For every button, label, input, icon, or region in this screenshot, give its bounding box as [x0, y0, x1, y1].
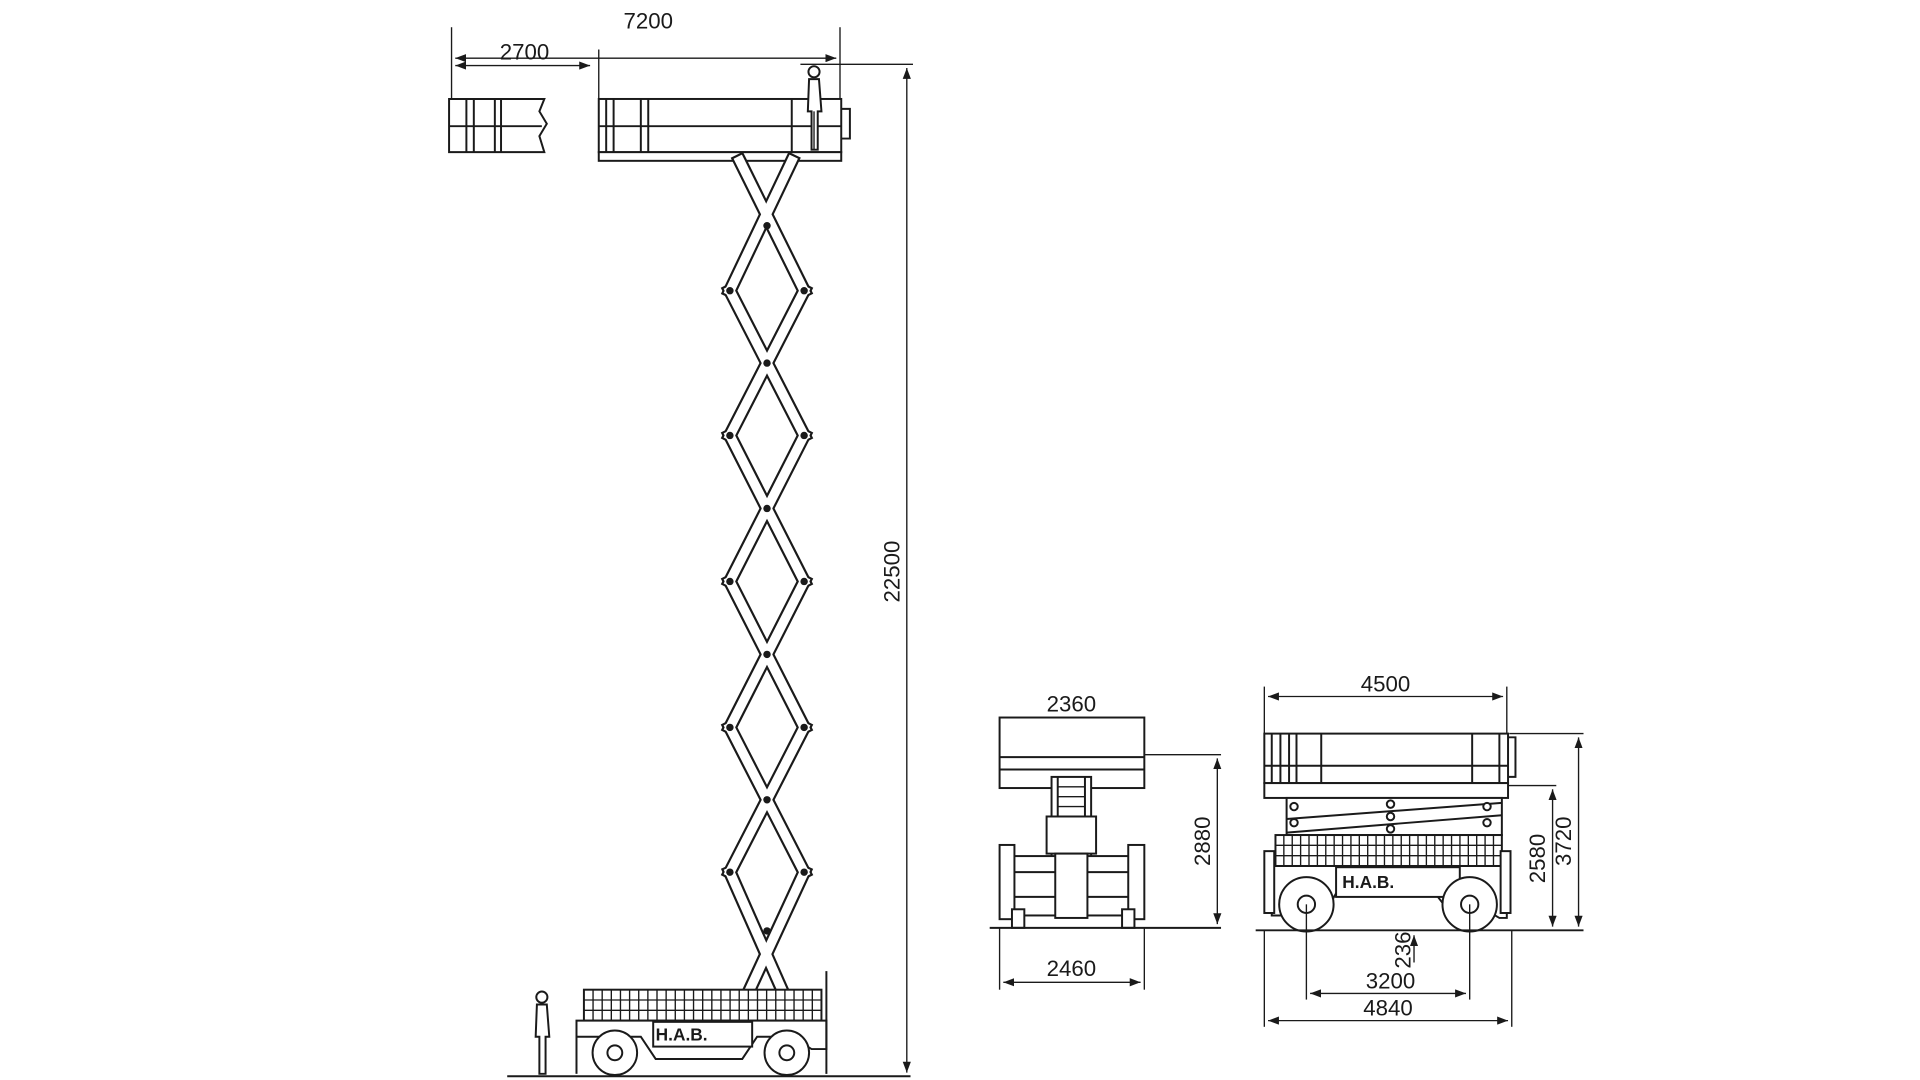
pivot-pin	[800, 577, 808, 586]
dimension-label: 22500	[879, 541, 904, 603]
pivot-pin	[763, 504, 771, 513]
pivot-pin	[800, 723, 808, 732]
side-view-extended: 7200 2700	[448, 8, 913, 1078]
end-view: 2360 2880 2460	[989, 691, 1222, 990]
dimension-label: 4840	[1363, 996, 1412, 1021]
dimension-overall-length: 4840	[1263, 930, 1513, 1027]
pivot-pin	[726, 431, 734, 440]
dimension-label: 3720	[1551, 816, 1576, 865]
dimension-label: 2580	[1525, 834, 1550, 883]
dimension-label: 4500	[1361, 672, 1411, 697]
dimension-label: 2460	[1047, 956, 1097, 981]
pivot-pin	[763, 359, 771, 367]
pivot-pin	[800, 431, 808, 440]
dimension-platform-height: 2580	[1508, 784, 1557, 927]
dimension-platform-length: 7200	[450, 8, 841, 99]
pivot-pin	[726, 868, 734, 876]
pivot-pin	[763, 927, 771, 935]
dimension-stowed-platform-length: 4500	[1263, 672, 1508, 734]
pivot-pin	[726, 577, 734, 586]
dimension-overall-width: 2460	[998, 927, 1146, 990]
pivot-pin	[800, 287, 808, 295]
pivot-pin	[726, 723, 734, 732]
scissor-stack	[720, 151, 814, 999]
dimension-working-height: 22500	[879, 68, 911, 1073]
brand-label: H.A.B.	[656, 1024, 708, 1044]
stowed-side-view: 4500 H.A.B. 2580	[1255, 672, 1584, 1027]
person-figure-ground	[534, 990, 551, 1075]
pivot-pin	[800, 868, 808, 876]
dimension-label: 2360	[1047, 691, 1097, 716]
chassis: H.A.B.	[575, 971, 828, 1077]
pivot-pin	[763, 650, 771, 659]
pivot-pin	[763, 796, 771, 804]
dimension-label: 3200	[1366, 968, 1415, 993]
dimension-label: 2700	[500, 39, 550, 64]
dimension-label: 2880	[1190, 816, 1215, 865]
brand-label: H.A.B.	[1342, 872, 1394, 892]
person-figure-on-platform	[806, 65, 823, 151]
dimension-wheelbase: 3200	[1305, 904, 1471, 1000]
dimension-label: 7200	[623, 8, 673, 33]
extension-deck	[448, 97, 548, 154]
dimension-ground-clearance: 236	[1390, 932, 1419, 969]
dimension-stowed-height: 2880	[1144, 753, 1222, 925]
dimension-overall-height: 3720	[1509, 732, 1584, 927]
work-platform	[597, 97, 851, 162]
dimension-label: 236	[1390, 932, 1415, 969]
pivot-pin	[726, 287, 734, 295]
dimension-extension-length: 2700	[455, 39, 600, 99]
pivot-pin	[763, 222, 771, 230]
